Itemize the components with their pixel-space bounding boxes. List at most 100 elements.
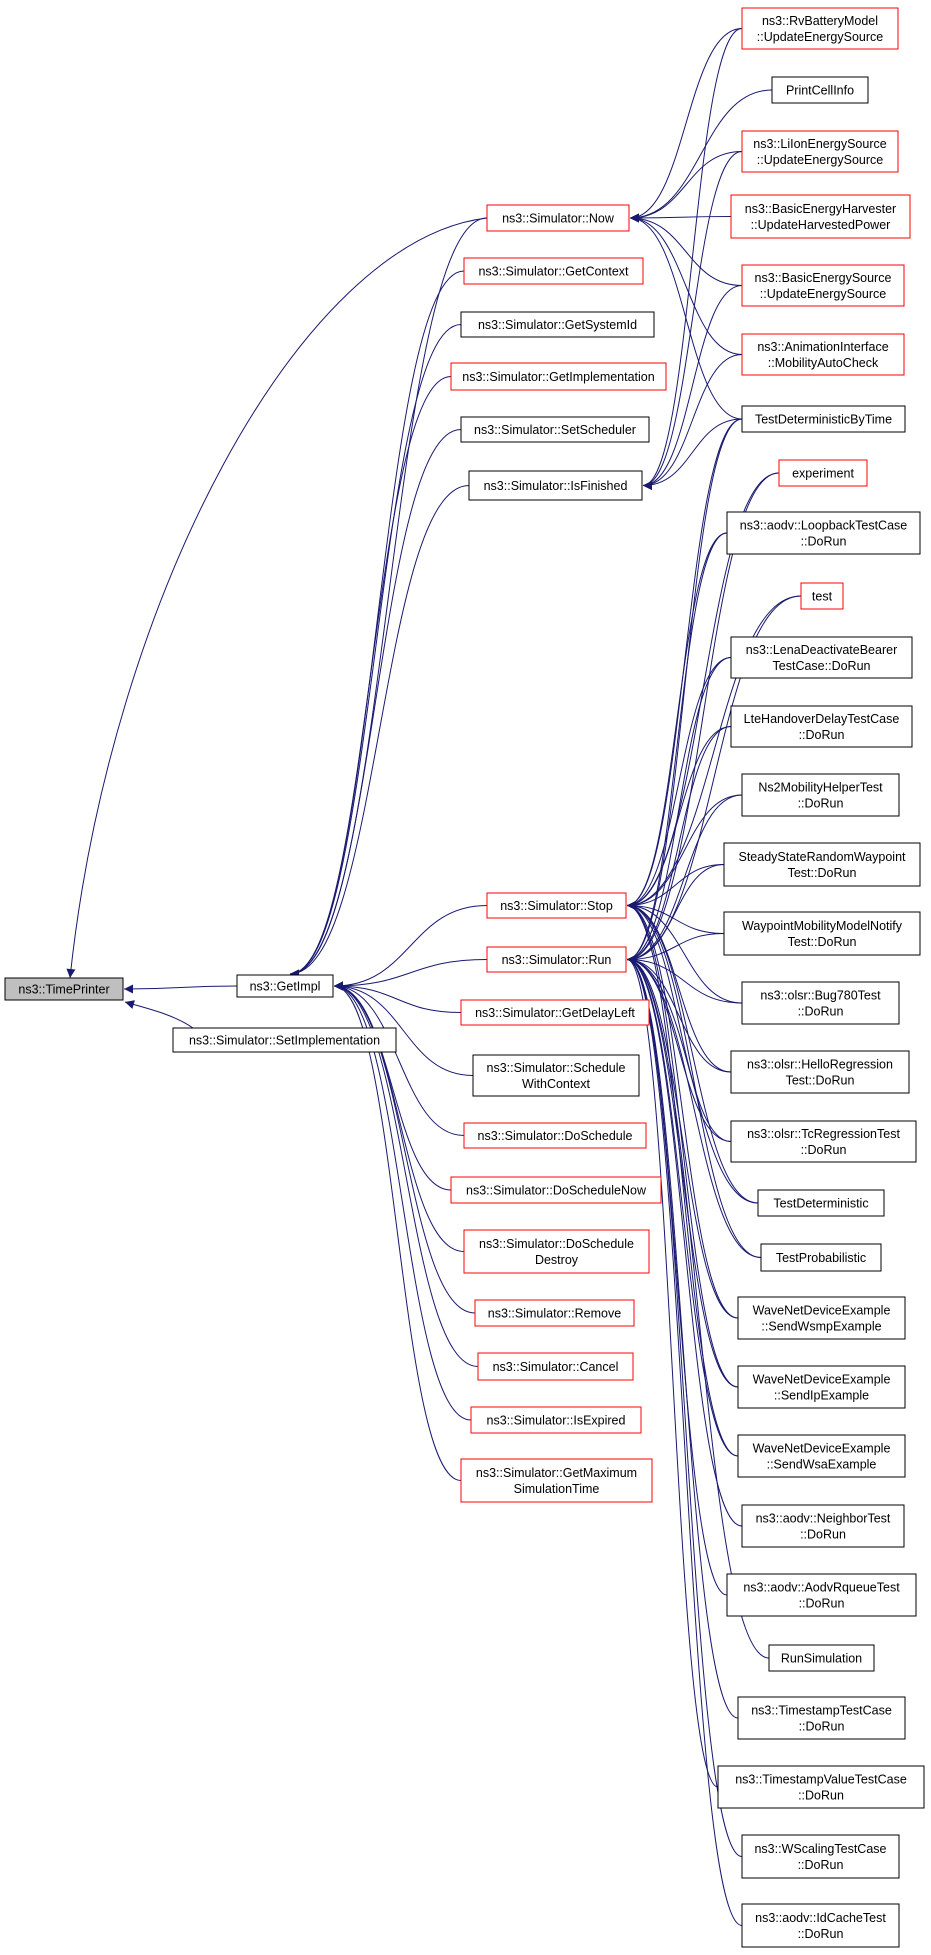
node-cancel[interactable]: ns3::Simulator::Cancel — [477, 1352, 634, 1381]
edge-waypointmobilitymodelnotify-to-stop — [626, 901, 725, 934]
edge-schedulewithcontext-to-getimpl — [333, 981, 474, 1076]
node-box — [172, 1027, 397, 1053]
node-label: WaveNetDeviceExample — [753, 1373, 891, 1387]
node-animationinterface[interactable]: ns3::AnimationInterface::MobilityAutoChe… — [741, 333, 905, 376]
edge-sendwsa-to-stop — [626, 901, 739, 1457]
edge-lenadeactivatebearer-to-stop — [626, 657, 732, 910]
edge-steadystaterandomwaypoint-to-stop — [626, 864, 725, 910]
node-neighbortest[interactable]: ns3::aodv::NeighborTest::DoRun — [741, 1504, 905, 1548]
edge-run-to-getimpl — [333, 959, 488, 991]
node-testdeterministicbytime[interactable]: TestDeterministicByTime — [741, 405, 906, 433]
edge-testdeterministicbytime-to-run — [626, 418, 743, 964]
node-label: ns3::Simulator::Stop — [500, 899, 613, 913]
node-box — [730, 636, 913, 679]
node-bug780test[interactable]: ns3::olsr::Bug780Test::DoRun — [741, 981, 900, 1025]
node-runsimulation[interactable]: RunSimulation — [768, 1644, 875, 1672]
node-box — [760, 1243, 882, 1272]
edge-tcregression-to-stop — [626, 901, 732, 1142]
node-label: ns3::aodv::NeighborTest — [756, 1512, 891, 1526]
node-box — [737, 1365, 906, 1409]
node-label: TestDeterministic — [773, 1197, 868, 1211]
node-isexpired[interactable]: ns3::Simulator::IsExpired — [470, 1406, 642, 1434]
node-ltehandoverdelay[interactable]: LteHandoverDelayTestCase::DoRun — [730, 705, 913, 748]
edge-setscheduler-to-getimpl — [289, 429, 462, 979]
node-label: WaypointMobilityModelNotify — [742, 919, 903, 933]
node-lionenergysource[interactable]: ns3::LiIonEnergySource::UpdateEnergySour… — [741, 130, 899, 173]
node-idcachetest[interactable]: ns3::aodv::IdCacheTest::DoRun — [741, 1903, 900, 1948]
node-doschedulenow[interactable]: ns3::Simulator::DoScheduleNow — [450, 1176, 662, 1204]
node-label: ns3::aodv::IdCacheTest — [755, 1911, 886, 1925]
node-testprobabilistic[interactable]: TestProbabilistic — [760, 1243, 882, 1272]
node-getcontext[interactable]: ns3::Simulator::GetContext — [463, 257, 644, 285]
node-label: ns3::Simulator::DoSchedule — [478, 1129, 633, 1143]
node-experiment[interactable]: experiment — [778, 459, 868, 487]
node-box — [741, 130, 899, 173]
node-box — [463, 1122, 647, 1149]
node-label: ns3::AnimationInterface — [757, 340, 888, 354]
node-getsystemid[interactable]: ns3::Simulator::GetSystemId — [460, 311, 655, 338]
node-getimplementation[interactable]: ns3::Simulator::GetImplementation — [450, 362, 667, 391]
node-ns2mobilityhelper[interactable]: Ns2MobilityHelperTest::DoRun — [741, 773, 900, 817]
node-setimplementation[interactable]: ns3::Simulator::SetImplementation — [172, 1027, 397, 1053]
node-getdelayleft[interactable]: ns3::Simulator::GetDelayLeft — [460, 999, 650, 1026]
node-timestamptestcase[interactable]: ns3::TimestampTestCase::DoRun — [737, 1696, 906, 1740]
node-box — [741, 333, 905, 376]
node-box — [450, 1176, 662, 1204]
node-label: TestDeterministicByTime — [755, 413, 892, 427]
node-box — [486, 204, 630, 232]
node-basicenergysource[interactable]: ns3::BasicEnergySource::UpdateEnergySour… — [741, 264, 905, 307]
node-remove[interactable]: ns3::Simulator::Remove — [474, 1299, 635, 1327]
node-box — [468, 470, 643, 501]
node-label: ::DoRun — [801, 1143, 847, 1157]
node-box — [741, 7, 899, 50]
node-run[interactable]: ns3::Simulator::Run — [486, 946, 627, 973]
node-box — [486, 946, 627, 973]
node-timestampvaluetestcase[interactable]: ns3::TimestampValueTestCase::DoRun — [717, 1765, 925, 1809]
edge-ltehandoverdelay-to-run — [626, 726, 732, 964]
node-wscalingtestcase[interactable]: ns3::WScalingTestCase::DoRun — [741, 1834, 900, 1879]
node-basicenergyharvester[interactable]: ns3::BasicEnergyHarvester::UpdateHarvest… — [730, 194, 911, 239]
node-label: SteadyStateRandomWaypoint — [739, 850, 907, 864]
node-printcellinfo[interactable]: PrintCellInfo — [771, 76, 869, 104]
node-label: ns3::TimestampTestCase — [751, 1704, 892, 1718]
node-doschedule[interactable]: ns3::Simulator::DoSchedule — [463, 1122, 647, 1149]
node-aodvrqueuetest[interactable]: ns3::aodv::AodvRqueueTest::DoRun — [726, 1573, 917, 1617]
node-sendwsmp[interactable]: WaveNetDeviceExample::SendWsmpExample — [737, 1296, 906, 1340]
node-isfinished[interactable]: ns3::Simulator::IsFinished — [468, 470, 643, 501]
node-label: ns3::aodv::LoopbackTestCase — [740, 519, 908, 533]
node-sendwsa[interactable]: WaveNetDeviceExample::SendWsaExample — [737, 1434, 906, 1478]
node-rvbatterymodel[interactable]: ns3::RvBatteryModel::UpdateEnergySource — [741, 7, 899, 50]
node-loopbacktestcase[interactable]: ns3::aodv::LoopbackTestCase::DoRun — [726, 511, 921, 555]
edge-test-to-run — [626, 595, 802, 964]
node-label: SimulationTime — [514, 1482, 600, 1496]
node-box — [730, 705, 913, 748]
edge-printcellinfo-to-now — [629, 89, 773, 223]
node-getimpl[interactable]: ns3::GetImpl — [236, 974, 334, 998]
node-label: ns3::Simulator::Schedule — [487, 1061, 626, 1075]
node-label: ::UpdateHarvestedPower — [751, 218, 891, 232]
node-label: ns3::LenaDeactivateBearer — [746, 643, 897, 657]
node-box — [486, 892, 627, 919]
node-now[interactable]: ns3::Simulator::Now — [486, 204, 630, 232]
node-label: ::SendWsaExample — [767, 1458, 877, 1472]
node-label: ns3::TimestampValueTestCase — [735, 1773, 907, 1787]
node-test[interactable]: test — [800, 582, 844, 610]
node-tcregression[interactable]: ns3::olsr::TcRegressionTest::DoRun — [730, 1120, 917, 1163]
edge-helloregression-to-run — [626, 955, 732, 1073]
node-sendip[interactable]: WaveNetDeviceExample::SendIpExample — [737, 1365, 906, 1409]
node-setscheduler[interactable]: ns3::Simulator::SetScheduler — [460, 416, 650, 443]
node-box — [463, 257, 644, 285]
edge-stop-to-getimpl — [333, 905, 488, 991]
node-timeprinter[interactable]: ns3::TimePrinter — [4, 977, 124, 1001]
node-testdeterministic[interactable]: TestDeterministic — [757, 1189, 885, 1217]
node-label: ::UpdateEnergySource — [757, 30, 884, 44]
node-stop[interactable]: ns3::Simulator::Stop — [486, 892, 627, 919]
